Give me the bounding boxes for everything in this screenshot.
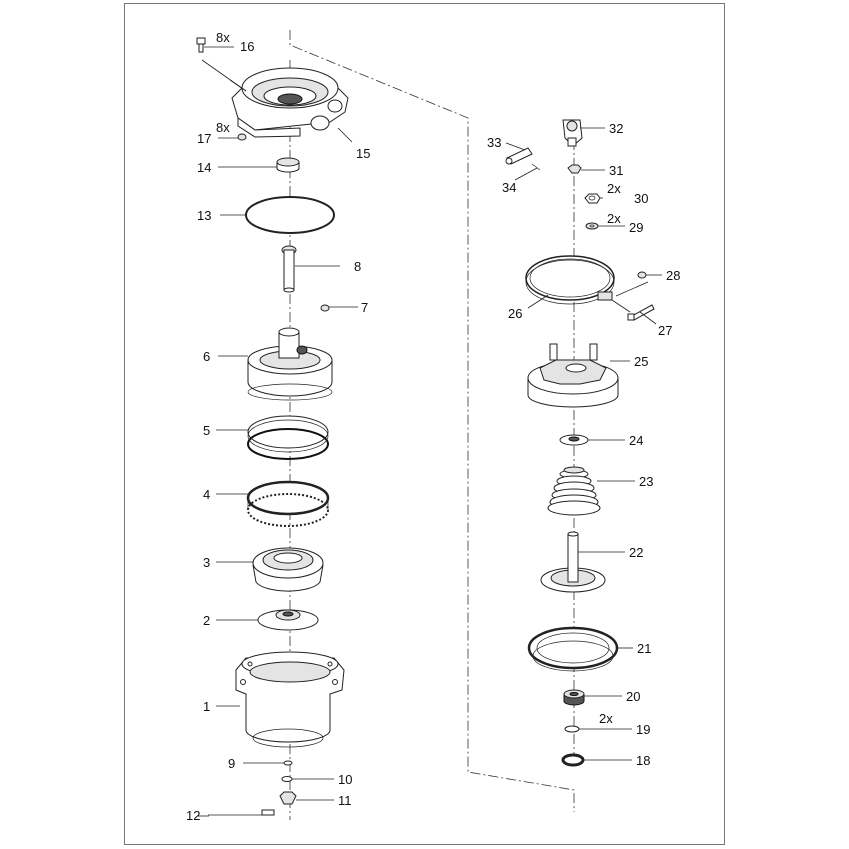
callout-34: 34	[502, 180, 516, 195]
callout-numbers: 1 2 3 4 5 6 7 8 9 10 11 12 13 14 15 16 1…	[186, 39, 680, 823]
part-12-screw	[261, 809, 275, 816]
callout-28: 28	[666, 268, 680, 283]
callout-15: 15	[356, 146, 370, 161]
callout-23: 23	[639, 474, 653, 489]
callout-14: 14	[197, 160, 211, 175]
part-21-diaphragm	[527, 626, 619, 672]
callout-6: 6	[203, 349, 210, 364]
part-1-lower-housing	[235, 651, 345, 748]
callout-19: 19	[636, 722, 650, 737]
part-28-nut	[637, 271, 647, 279]
callout-16: 16	[240, 39, 254, 54]
callout-27: 27	[658, 323, 672, 338]
part-16-screw	[196, 37, 206, 53]
part-34-clip	[531, 163, 541, 171]
part-32-clevis	[562, 119, 583, 147]
callout-9: 9	[228, 756, 235, 771]
part-2-plate	[257, 609, 319, 631]
qty-16: 8x	[216, 30, 230, 45]
callout-21: 21	[637, 641, 651, 656]
callout-22: 22	[629, 545, 643, 560]
callout-8: 8	[354, 259, 361, 274]
callout-32: 32	[609, 121, 623, 136]
callout-30: 30	[634, 191, 648, 206]
part-24-spring-seat	[559, 434, 589, 446]
part-17-nut	[237, 133, 247, 141]
callout-33: 33	[487, 135, 501, 150]
part-14-bushing	[276, 157, 300, 173]
part-31-nut	[567, 164, 582, 174]
part-9-ring	[283, 760, 293, 766]
leader-lines	[197, 46, 662, 817]
part-23-spring	[547, 466, 601, 516]
part-26-clamp-band	[525, 255, 615, 305]
part-30-nut	[584, 193, 601, 204]
callout-25: 25	[634, 354, 648, 369]
part-15-top-cover	[231, 67, 349, 138]
qty-29: 2x	[607, 211, 621, 226]
callout-24: 24	[629, 433, 643, 448]
qty-17: 8x	[216, 120, 230, 135]
part-29-washer	[585, 222, 599, 230]
callout-7: 7	[361, 300, 368, 315]
callout-10: 10	[338, 772, 352, 787]
part-3-diaphragm	[252, 547, 324, 592]
part-8-rod	[281, 245, 297, 293]
callout-29: 29	[629, 220, 643, 235]
callout-12: 12	[186, 808, 200, 823]
callout-3: 3	[203, 555, 210, 570]
qty-30: 2x	[607, 181, 621, 196]
part-4-toothed-ring	[246, 480, 330, 527]
part-13-o-ring	[245, 196, 335, 234]
part-11-nut	[279, 791, 297, 805]
callout-5: 5	[203, 423, 210, 438]
callout-31: 31	[609, 163, 623, 178]
callout-13: 13	[197, 208, 211, 223]
callout-20: 20	[626, 689, 640, 704]
part-18-seal-ring	[561, 753, 585, 767]
part-20-bushing	[563, 689, 585, 706]
part-22-stem-disc	[540, 531, 606, 593]
part-27-bolt	[627, 304, 655, 321]
part-10-washer	[281, 776, 293, 782]
callout-17: 17	[197, 131, 211, 146]
part-33-pin	[505, 147, 533, 165]
callout-1: 1	[203, 699, 210, 714]
part-6-upper-housing	[247, 327, 333, 401]
callout-4: 4	[203, 487, 210, 502]
part-7-nut	[320, 304, 330, 312]
part-5-ring	[247, 415, 329, 460]
callout-26: 26	[508, 306, 522, 321]
center-axis-lines	[289, 30, 575, 820]
diagram-frame	[124, 3, 725, 845]
part-19-o-ring	[564, 725, 580, 733]
qty-19: 2x	[599, 711, 613, 726]
callout-11: 11	[338, 793, 352, 808]
callout-18: 18	[636, 753, 650, 768]
callout-2: 2	[203, 613, 210, 628]
quantity-labels: 8x 8x 2x 2x 2x	[216, 30, 621, 726]
part-25-bonnet	[527, 343, 619, 408]
